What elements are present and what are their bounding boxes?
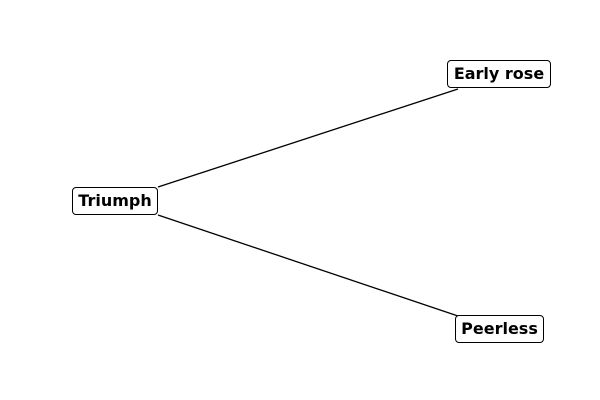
edge-triumph-peerless bbox=[157, 214, 459, 317]
node-peerless: Peerless bbox=[455, 315, 544, 343]
node-early-rose: Early rose bbox=[447, 60, 551, 88]
node-triumph: Triumph bbox=[72, 187, 158, 215]
edge-triumph-early-rose bbox=[157, 88, 459, 188]
